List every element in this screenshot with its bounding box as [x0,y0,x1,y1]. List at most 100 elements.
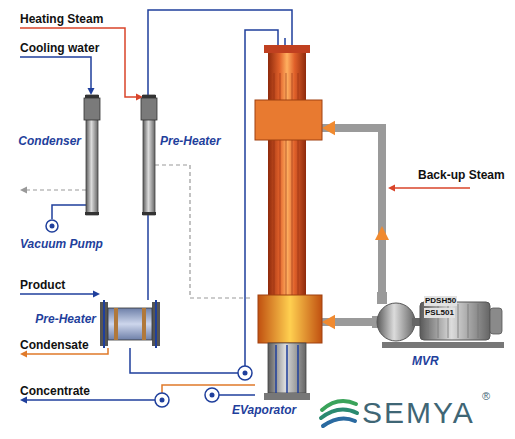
nozzle [103,300,105,348]
separator-band [258,295,322,343]
nozzle [155,300,157,348]
bottom-pipes [297,345,299,397]
pipe-connector [52,205,86,219]
bottom-pipes [275,345,277,397]
pump-core [210,393,215,398]
process-pipes [219,394,255,396]
equipment-name: Vacuum Pump [20,237,103,251]
process-pipes [130,348,238,373]
vent-line [26,189,86,190]
equipment-name: Pre-Heater [160,134,221,148]
steam-jacket [255,100,322,140]
logo-mark [321,401,357,426]
concentrate-line [26,399,155,401]
motor-fins [478,304,479,338]
arrow-head [20,187,27,194]
heating-steam-line [20,28,138,97]
vent-line [26,189,86,190]
evaporator-column: EVaporator [252,45,322,400]
bottom-pipes [276,345,298,397]
equipment-name: Condenser [18,134,81,148]
instrument-tag: PDSH50 [424,296,457,306]
pump-symbol [205,388,219,402]
equipment-drawing [45,219,59,233]
equipment-name: EVaporator [232,403,296,417]
preheater-unit: Pre-Heater [143,95,155,215]
cooling-water-line [20,57,91,90]
pump-symbol [155,393,169,407]
stream-label: Product [20,278,65,292]
logo-mark [323,418,355,426]
process-pipes [284,38,286,45]
heating-steam-line [20,28,138,97]
product-line [20,293,95,295]
motor-fins [458,304,459,338]
shell-flange [142,308,146,340]
equipment-name: MVR [412,354,439,368]
pump-core [50,224,55,229]
arrow-head [388,185,395,192]
tube-cap [142,212,156,215]
top-flange [264,45,310,53]
pump-body [46,220,58,232]
arrow-head [375,226,389,240]
backup-steam-line [393,187,470,189]
pump-core [160,398,165,403]
base-plate [382,342,504,348]
pipe-connector [155,165,252,298]
logo-mark: ® [482,390,490,402]
pipe-line [155,165,252,298]
cooling-water-line [20,57,91,90]
equipment-drawing [100,300,160,348]
instrument-tag: PSL501 [424,308,455,318]
product-line [20,293,95,295]
logo-mark [321,409,357,418]
stream-label: Concentrate [20,384,90,398]
pipe-connector [322,121,382,292]
preheater-unit: Pre-Heater [100,300,160,348]
shell-body [108,308,152,340]
arrow-head [93,291,100,298]
pipe-line [322,128,382,292]
tube-band [141,98,157,120]
pipe-line [147,215,149,300]
equipment-drawing [252,45,322,400]
pump-core [160,371,248,403]
stream-label: Heating Steam [20,12,103,26]
motor-cap [490,308,502,334]
pipe-connector [322,315,372,329]
pump-symbol [155,366,252,407]
condenser-unit: Condenser [86,95,98,215]
top-head [268,53,306,73]
volute [377,303,415,341]
tube-cap [85,212,99,215]
stream-label: Condensate [20,338,89,352]
pipe-stub [377,292,387,304]
equipment-name: Pre-Heater [35,312,96,326]
pump-symbol [238,366,252,380]
motor-body [420,302,490,340]
tube-cap [142,95,156,98]
pipe-line [52,205,86,219]
equipment-drawing [86,95,98,215]
logo-text: SEMYA [362,396,475,430]
arrow-head [322,315,335,329]
stream-label: Back-up Steam [418,168,505,182]
bottom-flange [264,393,310,400]
backup-steam-line [393,187,470,189]
equipment-drawing [143,95,155,215]
arrow-head [88,88,95,95]
pipe-connector [148,215,149,300]
bottom-pipes [286,345,288,397]
vacuum-pump: Vacuum Pump [45,219,59,233]
tube-band [84,98,100,120]
motor-fins [468,304,469,338]
tube-cap [85,95,99,98]
shell-flange [114,308,118,340]
